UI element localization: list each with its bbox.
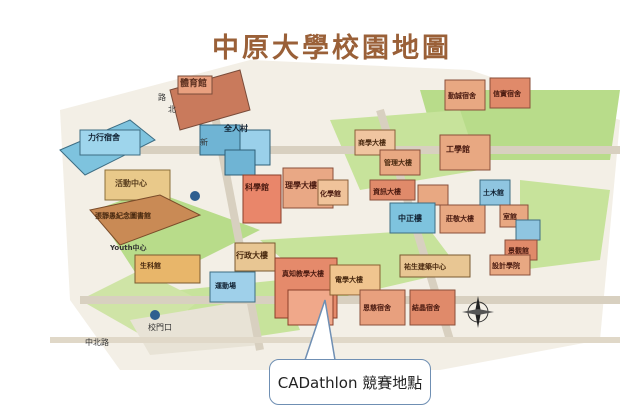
label-jingguan: 景觀館	[507, 246, 529, 255]
label-activity: 活動中心	[115, 178, 147, 188]
label-library: 張靜愚紀念圖書館	[95, 211, 151, 220]
label-shicai: 資訊大樓	[373, 187, 401, 196]
map-title: 中原大學校園地圖	[212, 33, 452, 64]
cadathlon-callout: CADathlon 競賽地點	[269, 359, 431, 405]
building-labels: 體育館 全人村 力行宿舍 活動中心 張靜愚紀念圖書館 科學館 理學大樓 化學館 …	[88, 77, 529, 312]
label-chem: 化學館	[320, 189, 341, 198]
label-liyu: 力行宿舍	[88, 132, 121, 142]
label-gym: 體育館	[180, 77, 207, 89]
road-labels: 路 北 新 校門口 中北路	[85, 92, 208, 347]
label-jinli: 真知教學大樓	[282, 269, 324, 278]
label-admin: 行政大樓	[235, 250, 268, 260]
label-youth: Youth中心	[109, 243, 147, 252]
label-dorm-xin: 信實宿舍	[493, 89, 522, 98]
label-zhuangjing: 莊敬大樓	[445, 214, 474, 223]
label-jietian: 結晶宿舍	[412, 303, 441, 312]
compass	[462, 296, 494, 328]
label-civil: 土木館	[483, 188, 504, 197]
bus-stops	[150, 191, 200, 320]
label-design: 設計學院	[492, 261, 520, 270]
label-yuchuan: 祐生建築中心	[404, 262, 446, 271]
road-label-gate: 校門口	[148, 322, 172, 332]
label-mgmt: 管理大樓	[384, 158, 412, 167]
label-quanren: 全人村	[223, 123, 248, 133]
buildings-layer	[59, 69, 541, 326]
label-business: 商學大樓	[358, 138, 386, 147]
label-electrical: 電學大樓	[335, 275, 363, 284]
label-dorm-zhengyi: 勤誠宿舍	[448, 91, 477, 100]
label-science: 科學館	[245, 182, 269, 192]
label-sports: 運動場	[215, 281, 236, 290]
label-physics: 理學大樓	[285, 180, 317, 190]
label-zhongzheng: 中正樓	[398, 213, 422, 223]
road-label-a: 路	[158, 92, 166, 102]
label-yousheng: 恩慈宿舍	[363, 303, 392, 312]
label-shengyuan: 生科館	[140, 261, 161, 270]
road-label-b: 新	[200, 137, 208, 147]
road-label-main: 中北路	[85, 337, 109, 347]
road-label-north: 北	[168, 105, 176, 114]
label-engineering: 工學館	[446, 144, 470, 154]
label-shenhua: 室館	[503, 212, 517, 221]
